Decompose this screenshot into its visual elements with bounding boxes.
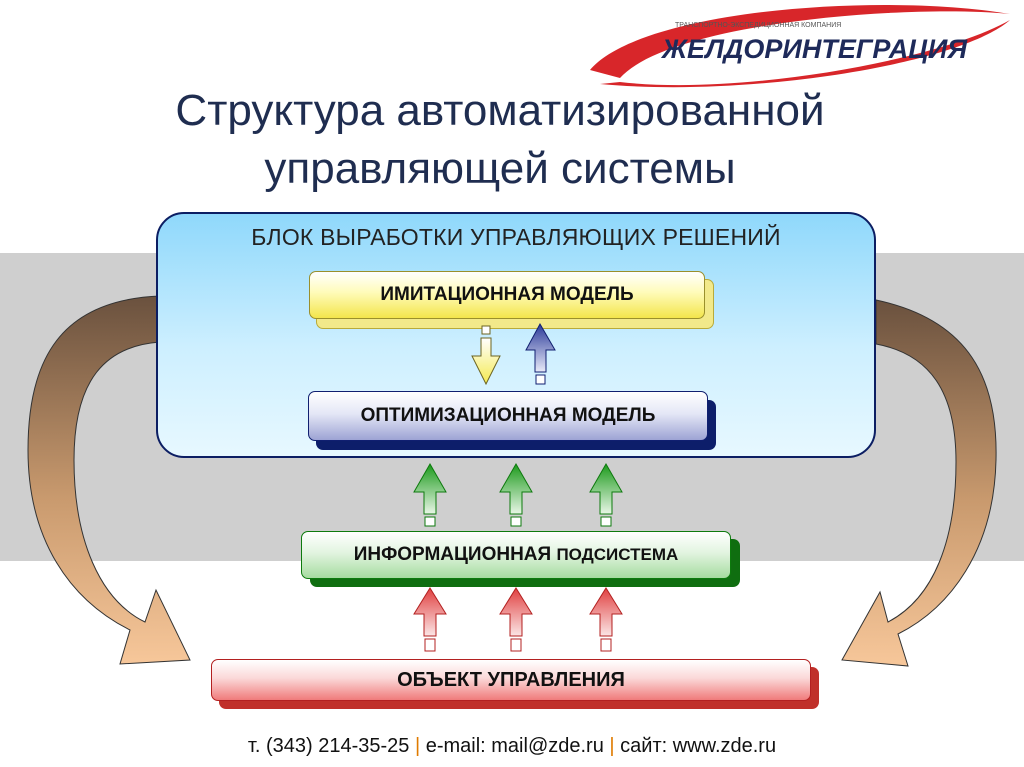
info-subsystem-box: ИНФОРМАЦИОННАЯ ПОДСИСТЕМА [301,531,731,579]
arrow-up-green-1 [413,462,447,527]
arrow-up-red-1 [413,587,447,652]
optimization-model-box: ОПТИМИЗАЦИОННАЯ МОДЕЛЬ [308,391,708,441]
info-subsystem-label-rest: ПОДСИСТЕМА [556,545,679,564]
arrow-up-red-3 [589,587,623,652]
company-logo: ТРАНСПОРТНО-ЭКСПЕДИЦИОННАЯ КОМПАНИЯ ЖЕЛД… [590,4,1010,88]
logo-name: ЖЕЛДОРИНТЕГРАЦИЯ [660,34,968,64]
footer-phone: т. (343) 214-35-25 [247,735,410,757]
logo-small-text: ТРАНСПОРТНО-ЭКСПЕДИЦИОННАЯ КОМПАНИЯ [675,22,841,29]
left-curved-arrow [27,295,191,665]
decision-block-title: БЛОК ВЫРАБОТКИ УПРАВЛЯЮЩИХ РЕШЕНИЙ [251,224,781,250]
arrow-up-green-3 [589,462,623,527]
footer-contacts: т. (343) 214-35-25 | e-mail: mail@zde.ru… [0,735,1024,758]
simulation-model-box: ИМИТАЦИОННАЯ МОДЕЛЬ [309,271,705,319]
footer-separator-2: | [609,735,615,757]
title-line-2: управляющей системы [264,144,736,193]
footer-separator-1: | [414,735,421,757]
footer-email[interactable]: e-mail: mail@zde.ru [425,735,604,757]
footer-site[interactable]: сайт: www.zde.ru [620,735,777,757]
arrow-down-simulation-to-optimization [471,325,501,386]
info-subsystem-label-bold: ИНФОРМАЦИОННАЯ [353,544,552,565]
title-line-1: Структура автоматизированной [175,86,825,135]
page-title: Структура автоматизированной управляющей… [0,82,1000,198]
right-curved-arrow [841,299,997,667]
control-object-box: ОБЪЕКТ УПРАВЛЕНИЯ [211,659,811,701]
arrow-up-optimization-to-simulation [525,322,556,385]
arrow-up-green-2 [499,462,533,527]
arrow-up-red-2 [499,587,533,652]
